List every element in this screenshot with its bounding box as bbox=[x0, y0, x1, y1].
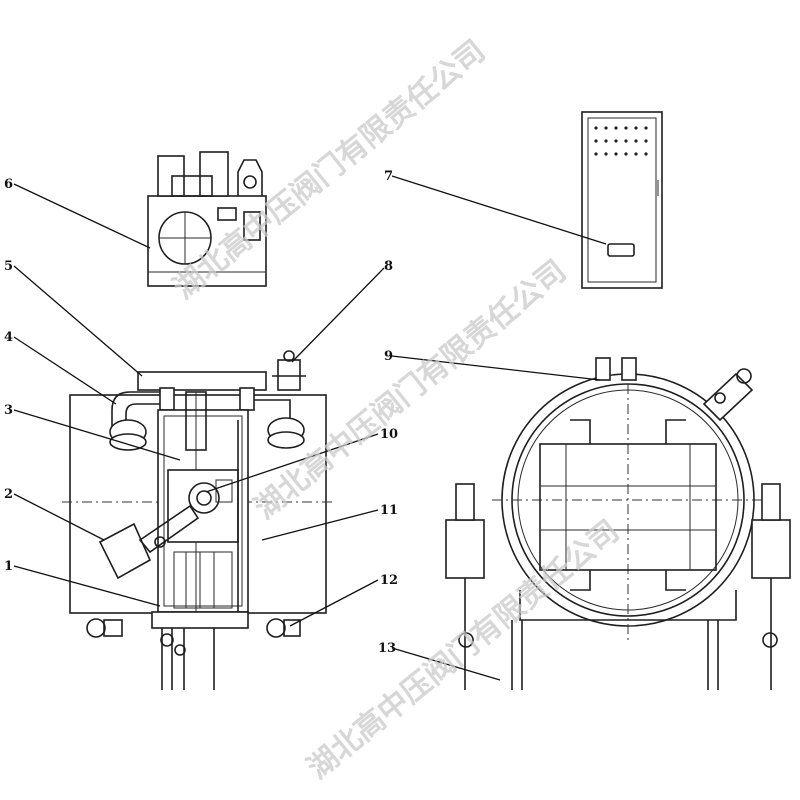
callout-2: 2 bbox=[4, 487, 13, 502]
callout-8: 8 bbox=[384, 259, 393, 274]
callout-labels: 1 2 3 4 5 6 7 8 9 10 11 12 13 bbox=[4, 169, 398, 656]
callout-3: 3 bbox=[4, 403, 13, 418]
callout-1: 1 bbox=[4, 559, 13, 574]
callout-5: 5 bbox=[4, 259, 13, 274]
vessel-end-view bbox=[445, 357, 791, 690]
vessel-side-view bbox=[62, 350, 336, 690]
callout-4: 4 bbox=[4, 330, 13, 345]
leader-lines bbox=[13, 175, 607, 681]
control-cabinet bbox=[581, 111, 663, 289]
callout-10: 10 bbox=[380, 427, 398, 442]
callout-12: 12 bbox=[380, 573, 398, 588]
callout-9: 9 bbox=[384, 349, 393, 364]
hydraulic-power-unit bbox=[147, 151, 267, 287]
callout-7: 7 bbox=[384, 169, 393, 184]
callout-11: 11 bbox=[380, 503, 398, 518]
indicator-lamp-grid bbox=[594, 126, 648, 156]
callout-13: 13 bbox=[378, 641, 396, 656]
callout-6: 6 bbox=[4, 177, 13, 192]
